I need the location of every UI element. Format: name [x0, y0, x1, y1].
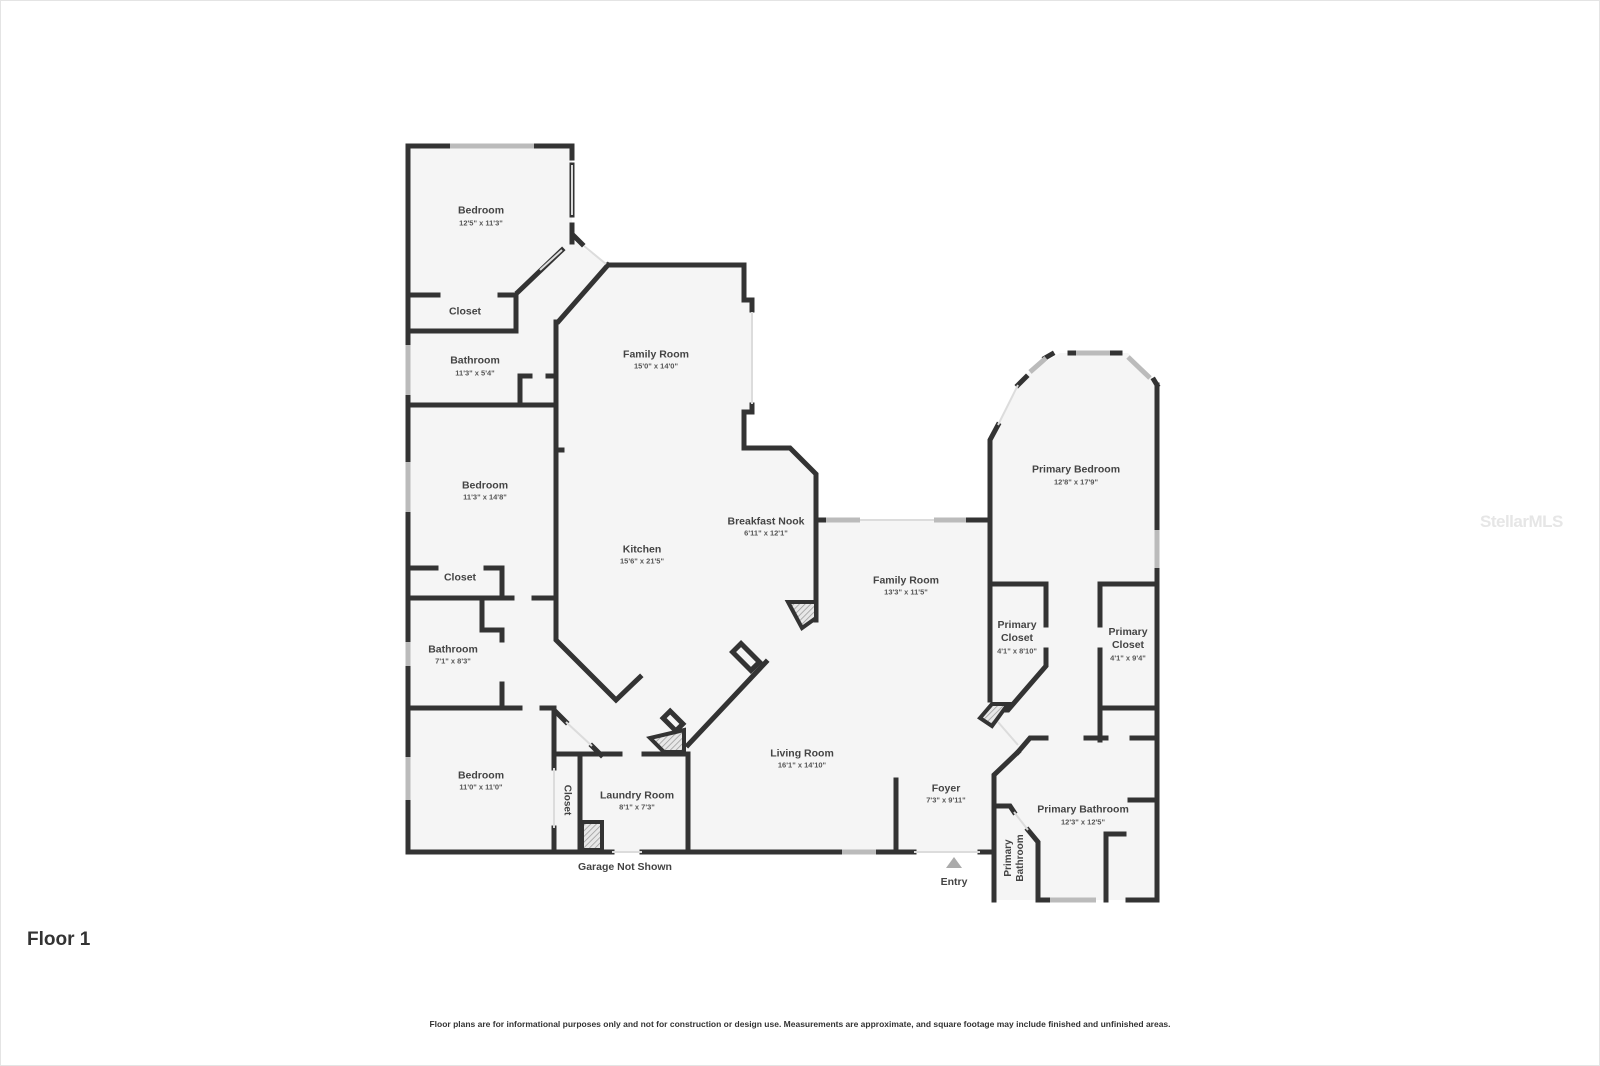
room-dims-primary-bathroom: 12'3" x 12'5"	[1060, 817, 1106, 827]
room-label-primary-bathroom: Primary Bathroom	[1037, 803, 1129, 816]
room-dims-family-room-2: 13'3" x 11'5"	[884, 587, 928, 597]
room-label-breakfast-nook: Breakfast Nook	[727, 515, 805, 528]
room-label-kitchen: Kitchen	[622, 543, 662, 556]
room-dims-primary-closet-1: 4'1" x 8'10"	[997, 646, 1037, 656]
room-dims-bedroom-2: 11'3" x 14'8"	[463, 492, 507, 502]
windows	[405, 143, 1160, 903]
walls	[405, 143, 1161, 903]
room-dims-family-room-1: 15'0" x 14'0"	[633, 361, 679, 371]
room-dims-bedroom-3: 11'0" x 11'0"	[459, 782, 503, 792]
room-label-primary-closet-1: Primary Closet	[997, 619, 1037, 644]
garage-not-shown-note: Garage Not Shown	[578, 861, 672, 873]
room-label-closet-2: Closet	[443, 571, 477, 584]
room-dims-kitchen: 15'6" x 21'5"	[619, 556, 665, 566]
footer-disclaimer: Floor plans are for informational purpos…	[429, 1019, 1171, 1029]
floor-label: Floor 1	[27, 929, 91, 950]
room-dims-primary-bedroom: 12'8" x 17'9"	[1053, 477, 1099, 487]
watermark-logo: StellarMLS	[1480, 512, 1563, 531]
room-dims-laundry-room: 8'1" x 7'3"	[619, 802, 655, 812]
room-dims-bedroom-1: 12'5" x 11'3"	[459, 218, 503, 228]
room-label-laundry-room: Laundry Room	[599, 789, 675, 802]
room-dims-bathroom-2: 7'1" x 8'3"	[435, 656, 471, 666]
room-label-bedroom-1: Bedroom	[457, 204, 505, 217]
room-label-family-room-2: Family Room	[873, 574, 939, 587]
room-label-closet-3: Closet	[561, 784, 573, 816]
room-label-bedroom-2: Bedroom	[461, 479, 509, 492]
room-dims-breakfast-nook: 6'11" x 12'1"	[744, 528, 788, 538]
room-label-closet-1: Closet	[448, 305, 482, 318]
entry-label: Entry	[940, 876, 968, 888]
room-dims-foyer: 7'3" x 9'11"	[926, 795, 966, 805]
room-dims-primary-closet-2: 4'1" x 9'4"	[1110, 653, 1146, 663]
room-label-family-room-1: Family Room	[623, 348, 689, 361]
room-label-primary-closet-2: Primary Closet	[1108, 626, 1148, 651]
room-label-bathroom-1: Bathroom	[450, 354, 500, 367]
room-label-primary-bedroom: Primary Bedroom	[1031, 463, 1121, 476]
door-openings	[539, 165, 1029, 853]
room-label-bathroom-2: Bathroom	[428, 643, 478, 656]
room-label-living-room: Living Room	[770, 747, 834, 760]
room-dims-bathroom-1: 11'3" x 5'4"	[455, 368, 495, 378]
entry-arrow-icon	[946, 857, 962, 868]
floor-fill	[408, 146, 1157, 900]
room-label-primary-bathroom-wc: Primary Bathroom	[1003, 834, 1026, 882]
room-label-foyer: Foyer	[931, 782, 961, 795]
room-label-bedroom-3: Bedroom	[457, 769, 505, 782]
room-dims-living-room: 16'1" x 14'10"	[777, 760, 827, 770]
